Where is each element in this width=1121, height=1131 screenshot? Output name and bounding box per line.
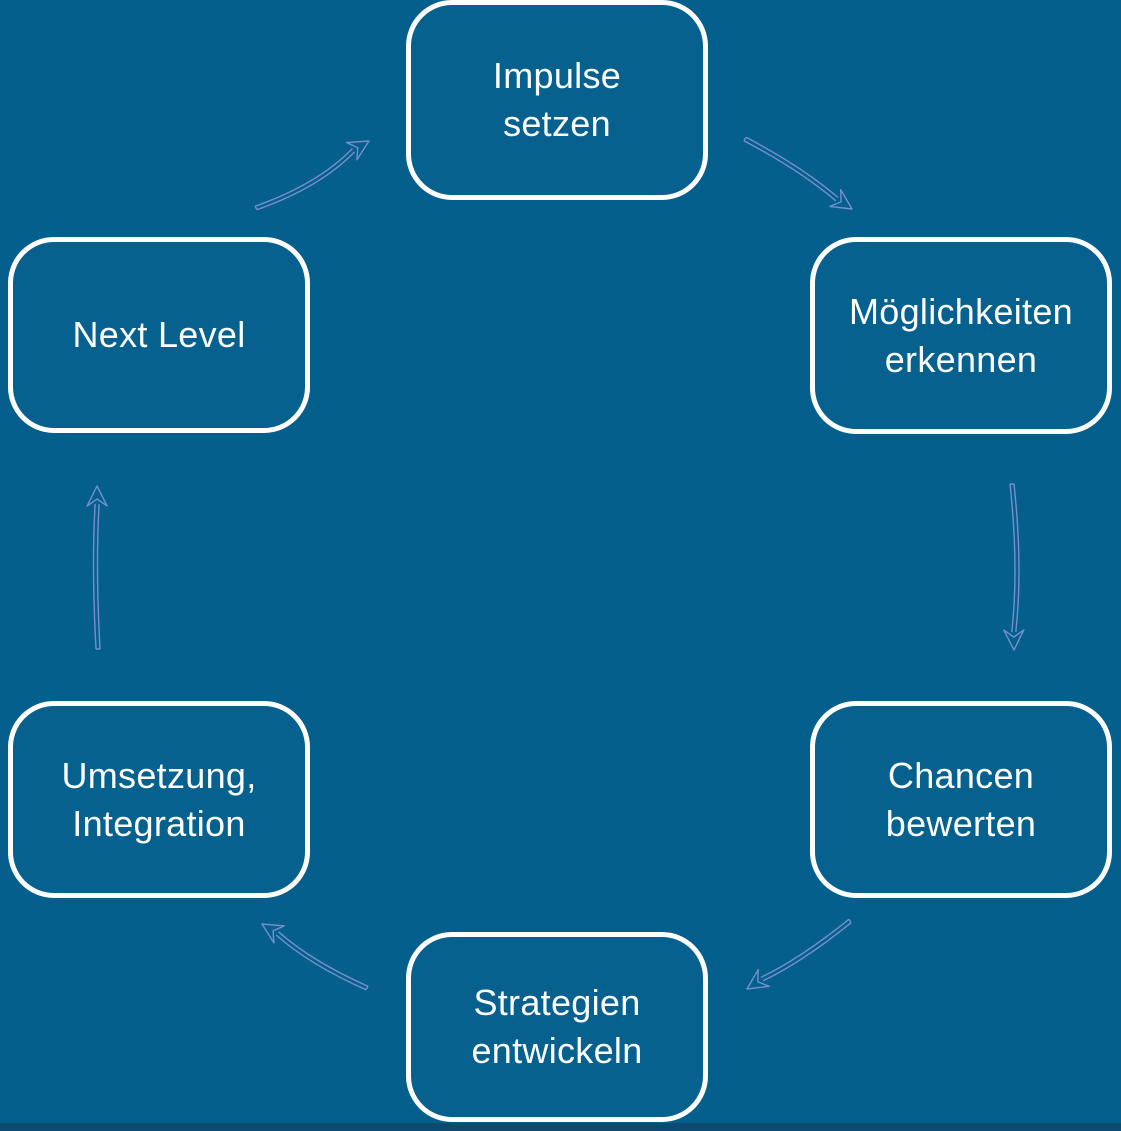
node-moeglichkeiten-erkennen-label: Möglichkeiten erkennen [848, 290, 1073, 380]
curved-arrow-impulse-setzen-to-moeglichkeiten-erkennen-icon [743, 136, 853, 210]
curved-arrow-chancen-bewerten-to-strategien-entwickeln-icon [746, 918, 852, 990]
node-umsetzung-integration: Umsetzung, Integration [8, 701, 310, 898]
node-impulse-setzen-label: Impulse setzen [492, 55, 622, 144]
node-strategien-entwickeln-label: Strategien entwickeln [471, 982, 643, 1071]
curved-arrow-umsetzung-integration-to-next-level-icon [86, 485, 108, 650]
node-next-level: Next Level [8, 237, 310, 433]
node-next-level-label: Next Level [72, 314, 246, 356]
node-impulse-setzen: Impulse setzen [406, 0, 708, 200]
node-chancen-bewerten: Chancen bewerten [810, 701, 1112, 898]
node-chancen-bewerten-label: Chancen bewerten [885, 754, 1037, 844]
node-umsetzung-integration-label: Umsetzung, Integration [61, 754, 257, 844]
curved-arrow-strategien-entwickeln-to-umsetzung-integration-icon [261, 923, 369, 991]
node-strategien-entwickeln: Strategien entwickeln [406, 932, 708, 1122]
node-moeglichkeiten-erkennen: Möglichkeiten erkennen [810, 237, 1112, 434]
curved-arrow-next-level-to-impulse-setzen-icon [254, 140, 370, 211]
curved-arrow-moeglichkeiten-erkennen-to-chancen-bewerten-icon [1003, 483, 1025, 651]
bottom-edge-strip [0, 1123, 1121, 1131]
